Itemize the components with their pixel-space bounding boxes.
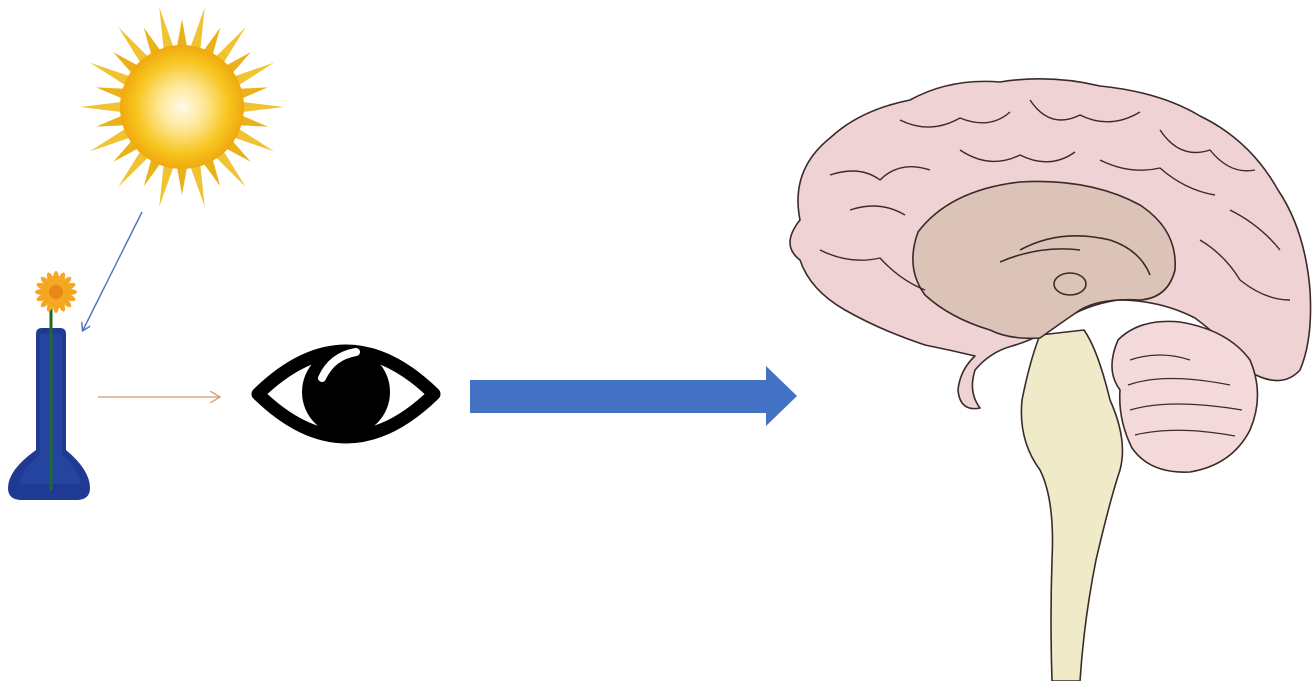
cerebellum bbox=[1112, 321, 1258, 472]
sun-ray bbox=[234, 128, 274, 151]
sun-disc bbox=[120, 45, 244, 169]
sun-ray bbox=[159, 8, 173, 50]
signal-arrow bbox=[470, 366, 797, 426]
light-ray-arrow bbox=[83, 212, 142, 330]
sun-ray bbox=[177, 19, 187, 47]
sun-ray bbox=[190, 164, 204, 206]
vase bbox=[8, 328, 90, 500]
sun-ray bbox=[239, 87, 268, 98]
brainstem bbox=[1021, 330, 1122, 681]
sun-ray bbox=[177, 167, 187, 195]
sun-ray bbox=[239, 115, 268, 126]
sun-icon bbox=[80, 8, 284, 207]
sun-ray bbox=[159, 164, 173, 206]
flower-center bbox=[49, 285, 63, 299]
sun-ray bbox=[90, 63, 130, 86]
sun-ray bbox=[80, 102, 122, 112]
brain-sagittal-icon bbox=[790, 79, 1311, 681]
sun-ray bbox=[96, 115, 125, 126]
eye-icon bbox=[258, 348, 434, 437]
sun-ray bbox=[90, 128, 130, 151]
corpus-callosum bbox=[913, 181, 1175, 338]
sun-ray bbox=[190, 8, 204, 50]
sun-ray bbox=[234, 63, 274, 86]
sun-ray bbox=[242, 102, 284, 112]
flower-in-vase-icon bbox=[8, 271, 90, 500]
sun-ray bbox=[96, 87, 125, 98]
